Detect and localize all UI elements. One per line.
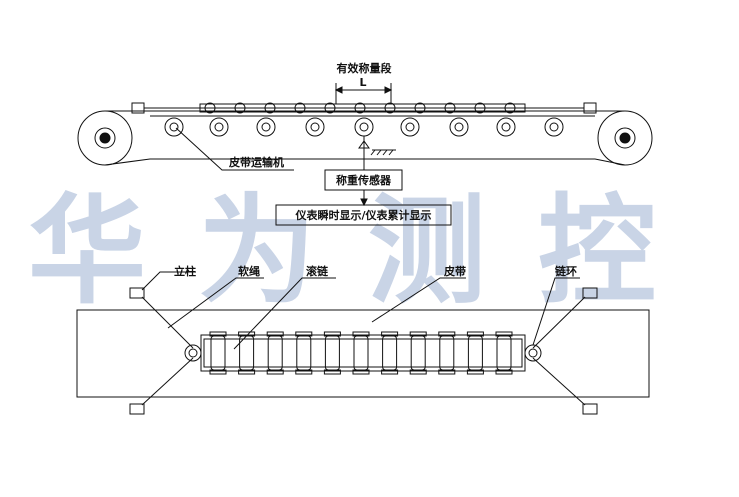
chain-link xyxy=(354,102,366,114)
chain-link xyxy=(414,102,426,114)
roller-chain-label: 滚链 xyxy=(306,264,329,278)
chain-roller xyxy=(409,331,427,375)
left-end-drum xyxy=(77,110,133,166)
chain-calibration-section xyxy=(76,271,650,415)
chain-link xyxy=(294,102,306,114)
rope-right-bottom xyxy=(532,357,586,406)
conveyor-belt-bottom xyxy=(104,158,626,166)
belt-conveyor-label: 皮带运输机 xyxy=(228,155,284,169)
chain-roller xyxy=(295,331,313,375)
roller-chain-body xyxy=(200,334,526,372)
length-symbol-label: L xyxy=(359,76,366,89)
rope-left-bottom xyxy=(141,357,194,406)
idler-roller xyxy=(449,117,469,137)
roller-chain-leader xyxy=(233,277,336,350)
display-box-label: 仪表瞬时显示/仪表累计显示 xyxy=(294,208,431,222)
chain-link xyxy=(474,102,486,114)
dimension-arrow-left xyxy=(334,86,343,94)
chain-rollers xyxy=(209,331,513,375)
idler-roller xyxy=(164,117,184,137)
soft-rope-label: 软绳 xyxy=(238,264,260,278)
rope-right-top xyxy=(532,296,586,349)
chain-roller xyxy=(323,331,341,375)
chain-roller xyxy=(266,331,284,375)
post-bottom-left xyxy=(129,403,145,415)
idler-roller xyxy=(496,117,516,137)
belt-outline xyxy=(76,309,650,398)
right-end-drum xyxy=(597,110,653,166)
weighing-sensor-label: 称重传感器 xyxy=(336,173,392,187)
watermark-text: 华为测控 xyxy=(28,181,708,320)
idler-roller xyxy=(400,117,420,137)
chain-roller xyxy=(495,331,513,375)
idler-rollers xyxy=(164,117,564,137)
chain-roller xyxy=(238,331,256,375)
chain-link xyxy=(264,102,276,114)
chain-link xyxy=(204,102,216,114)
chain-roller xyxy=(466,331,484,375)
chain-link xyxy=(504,102,516,114)
sensor-arrow xyxy=(360,198,368,207)
chain-roller xyxy=(209,331,227,375)
belt-conveyor-leader xyxy=(175,127,294,171)
idler-roller xyxy=(256,117,276,137)
belt-label: 皮带 xyxy=(443,264,466,278)
dimension-arrow-right xyxy=(384,86,393,94)
post-label: 立柱 xyxy=(174,264,196,278)
chain-roller xyxy=(438,331,456,375)
post-bottom-right xyxy=(582,403,598,415)
rope-left-top xyxy=(141,296,194,349)
chain-ring-leader xyxy=(532,277,580,346)
post-top-right xyxy=(582,287,598,299)
chain-roller xyxy=(381,331,399,375)
idler-roller xyxy=(354,117,374,137)
idler-roller xyxy=(305,117,325,137)
post-leader xyxy=(141,271,196,291)
idler-roller xyxy=(544,117,564,137)
roller-chain-top xyxy=(199,102,526,114)
belt-conveyor-section xyxy=(77,83,653,226)
belt-leader xyxy=(371,277,466,323)
idler-roller xyxy=(209,117,229,137)
soft-rope-leader xyxy=(167,277,264,329)
sensor-pivot-triangle xyxy=(358,140,370,149)
roller-chain-body-inner xyxy=(203,338,523,368)
post-top-left xyxy=(129,287,145,299)
ground-hatch xyxy=(370,149,394,156)
chain-link xyxy=(384,102,396,114)
effective-weighing-section-label: 有效称量段 xyxy=(337,61,392,75)
chain-ring-label: 链环 xyxy=(555,264,577,278)
chain-link xyxy=(444,102,456,114)
display-box xyxy=(275,204,452,226)
chain-link xyxy=(324,102,336,114)
chain-roller xyxy=(352,331,370,375)
chain-link xyxy=(234,102,246,114)
